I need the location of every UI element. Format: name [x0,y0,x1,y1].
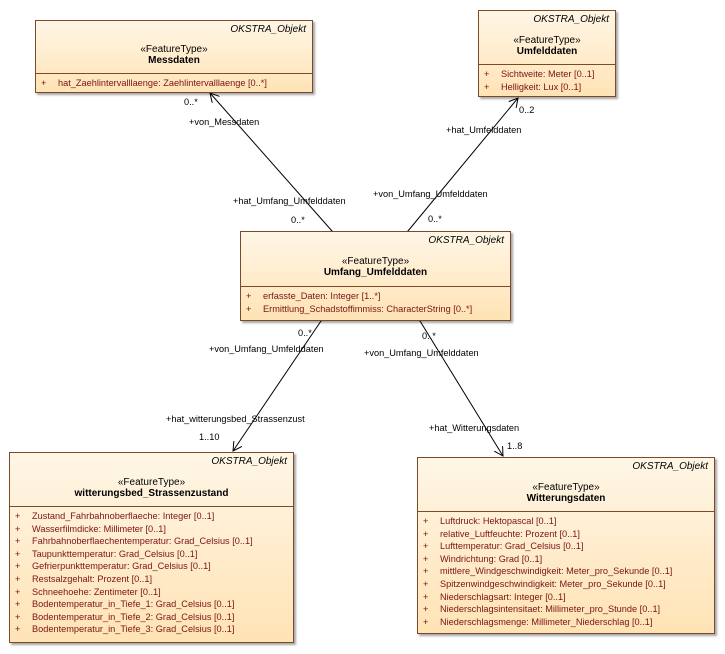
class-stereotype: «FeatureType» [341,256,410,267]
class-name: Umfang_Umfelddaten [323,267,428,278]
role-von-messdaten: +von_Messdaten [189,117,260,127]
attribute-row[interactable]: +relative_Luftfeuchte: Prozent [0..1] [423,528,580,539]
attribute-row[interactable]: +Wasserfilmdicke: Millimeter [0..1] [15,523,166,534]
class-umfang-umfelddaten[interactable]: OKSTRA_Objekt «FeatureType» Umfang_Umfel… [240,231,511,321]
role-von-umfang-umfelddaten-2: +von_Umfang_Umfelddaten [209,344,324,354]
attribute-row[interactable]: +Schneehoehe: Zentimeter [0..1] [15,586,161,597]
attribute-list: +hat_Zaehlintervalllaenge: Zaehlinterval… [36,73,312,92]
attribute-list: +Luftdruck: Hektopascal [0..1] +relative… [418,511,714,630]
role-hat-witterungsbed-strassenzust: +hat_witterungsbed_Strassenzust [166,414,305,424]
attribute-list: +erfasste_Daten: Integer [1..*] +Ermittl… [241,286,510,317]
assoc-line-messdaten[interactable] [210,93,332,231]
class-name: Messdaten [148,55,200,66]
class-witterungsdaten[interactable]: OKSTRA_Objekt «FeatureType» Witterungsda… [417,457,715,634]
attribute-row[interactable]: +Spitzenwindgeschwindigkeit: Meter_pro_S… [423,578,666,589]
role-von-umfang-umfelddaten-3: +von_Umfang_Umfelddaten [364,348,479,358]
multiplicity-witterung-top: 0..* [422,331,436,341]
assoc-line-umfelddaten[interactable] [408,98,518,231]
class-header: OKSTRA_Objekt «FeatureType» Messdaten [36,21,312,73]
class-stereotype: «FeatureType» [117,477,186,488]
class-header: OKSTRA_Objekt «FeatureType» Witterungsda… [418,458,714,511]
class-name: witterungsbed_Strassenzustand [74,488,229,499]
class-stereotype: «FeatureType» [140,44,208,55]
class-name: Umfelddaten [516,46,578,57]
multiplicity-messdaten-bottom: 0..* [291,215,305,225]
attribute-list: +Sichtweite: Meter [0..1] +Helligkeit: L… [479,64,615,95]
multiplicity-witterung-bottom: 1..8 [507,441,523,451]
role-hat-umfelddaten: +hat_Umfelddaten [446,125,522,135]
class-corner-label: OKSTRA_Objekt [533,14,609,25]
attribute-list: +Zustand_Fahrbahnoberflaeche: Integer [0… [10,506,293,638]
attribute-row[interactable]: +Fahrbahnoberflaechentemperatur: Grad_Ce… [15,536,253,547]
attribute-row[interactable]: +Niederschlagsintensitaet: Millimeter_pr… [423,604,661,615]
multiplicity-strassen-bottom: 1..10 [199,432,220,442]
class-corner-label: OKSTRA_Objekt [632,461,708,472]
role-hat-witterungsdaten: +hat_Witterungsdaten [429,423,520,433]
class-stereotype: «FeatureType» [513,35,581,46]
attribute-row[interactable]: +erfasste_Daten: Integer [1..*] [246,291,381,301]
class-corner-label: OKSTRA_Objekt [428,235,504,246]
class-header: OKSTRA_Objekt «FeatureType» Umfang_Umfel… [241,232,510,286]
attribute-row[interactable]: +Sichtweite: Meter [0..1] [484,69,595,79]
attribute-row[interactable]: +Bodentemperatur_in_Tiefe_3: Grad_Celsiu… [15,624,235,635]
attribute-row[interactable]: +Bodentemperatur_in_Tiefe_1: Grad_Celsiu… [15,599,235,610]
attribute-row[interactable]: +Taupunkttemperatur: Grad_Celsius [0..1] [15,548,198,559]
class-umfelddaten[interactable]: OKSTRA_Objekt «FeatureType» Umfelddaten … [478,10,616,97]
attribute-row[interactable]: +Niederschlagsart: Integer [0..1] [423,591,566,602]
role-von-umfang-umfelddaten-1: +von_Umfang_Umfelddaten [373,189,488,199]
attribute-row[interactable]: +Bodentemperatur_in_Tiefe_2: Grad_Celsiu… [15,611,235,622]
attribute-row[interactable]: +Lufttemperatur: Grad_Celsius [0..1] [423,541,584,552]
attribute-row[interactable]: +Restsalzgehalt: Prozent [0..1] [15,573,153,584]
attribute-row[interactable]: +hat_Zaehlintervalllaenge: Zaehlinterval… [41,78,267,88]
attribute-row[interactable]: +Luftdruck: Hektopascal [0..1] [423,516,557,526]
multiplicity-strassen-top: 0..* [298,328,312,338]
multiplicity-umfelddaten-top: 0..2 [519,105,535,115]
multiplicity-messdaten-top: 0..* [184,97,198,107]
class-stereotype: «FeatureType» [532,482,600,493]
assoc-line-strassenzustand[interactable] [233,321,321,451]
attribute-row[interactable]: +Zustand_Fahrbahnoberflaeche: Integer [0… [15,511,215,521]
attribute-row[interactable]: +mittlere_Windgeschwindigkeit: Meter_pro… [423,566,673,577]
class-messdaten[interactable]: OKSTRA_Objekt «FeatureType» Messdaten +h… [35,20,313,93]
class-corner-label: OKSTRA_Objekt [211,456,287,467]
multiplicity-umfelddaten-bottom: 0..* [428,214,442,224]
attribute-row[interactable]: +Ermittlung_Schadstoffimmiss: CharacterS… [246,303,473,314]
class-corner-label: OKSTRA_Objekt [230,24,306,35]
class-witterungsbed-strassenzustand[interactable]: OKSTRA_Objekt «FeatureType» witterungsbe… [9,452,294,643]
attribute-row[interactable]: +Helligkeit: Lux [0..1] [484,81,582,92]
attribute-row[interactable]: +Niederschlagsmenge: Millimeter_Niedersc… [423,616,653,627]
assoc-line-witterungsdaten[interactable] [420,321,503,456]
class-header: OKSTRA_Objekt «FeatureType» Umfelddaten [479,11,615,64]
attribute-row[interactable]: +Gefrierpunkttemperatur: Grad_Celsius [0… [15,561,211,572]
role-hat-umfang-umfelddaten: +hat_Umfang_Umfelddaten [233,196,346,206]
class-header: OKSTRA_Objekt «FeatureType» witterungsbe… [10,453,293,506]
attribute-row[interactable]: +Windrichtung: Grad [0..1] [423,553,543,564]
class-name: Witterungsdaten [526,493,606,504]
